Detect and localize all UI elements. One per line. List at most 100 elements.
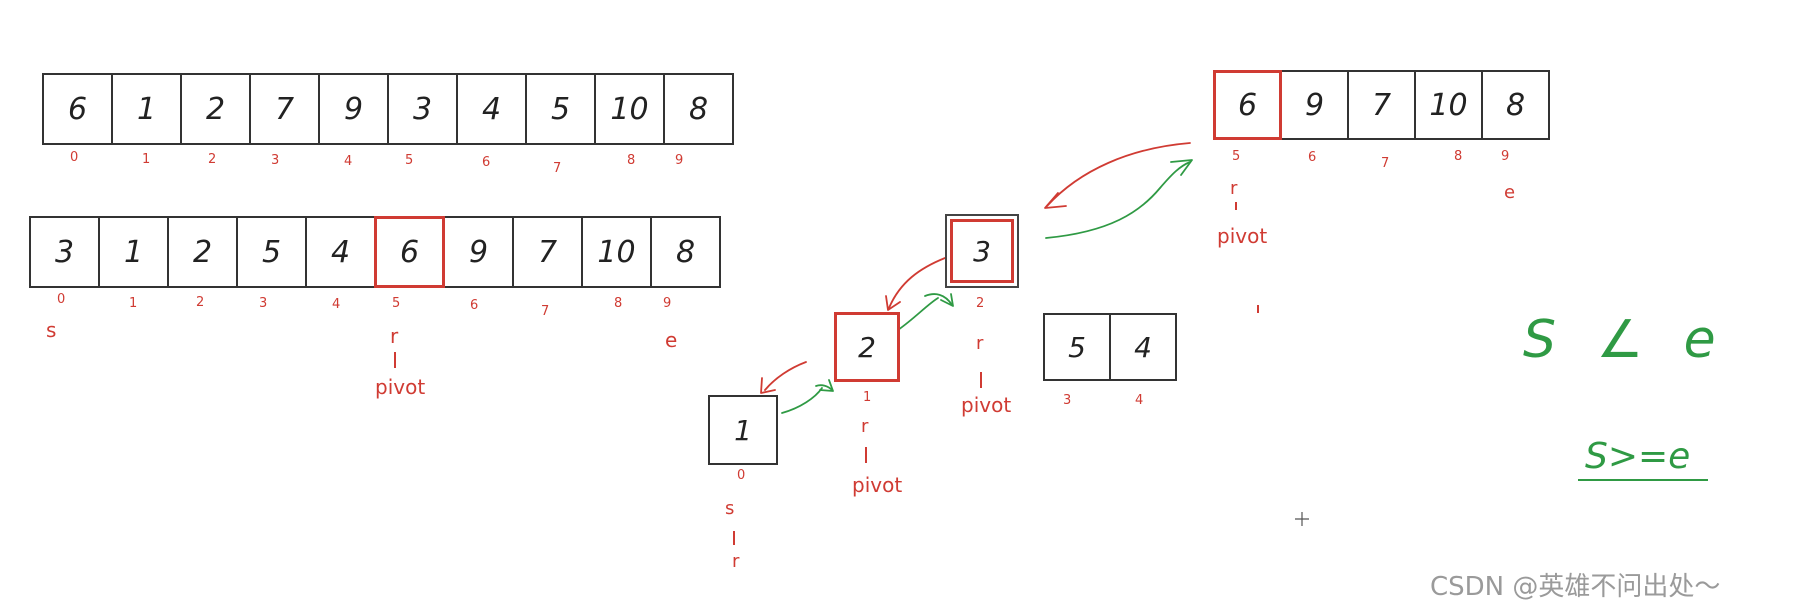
array-cell: 7: [1347, 70, 1416, 140]
array-cell: 10: [1414, 70, 1483, 140]
r-pivot-connector: [394, 352, 396, 368]
recursion-box-1: 1: [708, 395, 778, 465]
index-label: 0: [737, 468, 746, 483]
array-cell: 1: [111, 73, 182, 145]
cursor-crosshair: [1295, 512, 1309, 526]
array-cell: 4: [456, 73, 527, 145]
green-arrowhead: [1170, 159, 1193, 176]
pivot-cell: 6: [1213, 70, 1282, 140]
green-arrow: [781, 387, 823, 414]
e-label: e: [1504, 182, 1516, 203]
index-label: 0: [57, 292, 66, 307]
green-arrow: [924, 293, 953, 306]
s-r-connector: [733, 531, 735, 545]
r-pivot-connector: [1235, 202, 1237, 210]
green-arrow: [815, 384, 833, 391]
red-arrow: [1046, 142, 1191, 207]
pivot-label: pivot: [852, 473, 903, 497]
index-label: 2: [208, 152, 217, 167]
array-cell: 2: [167, 216, 238, 288]
note-s-ge-e: S>=e: [1585, 436, 1691, 477]
red-arrowhead: [1044, 192, 1067, 209]
array-cell: 1: [708, 395, 778, 465]
index-label: 7: [553, 161, 562, 176]
red-arrowhead: [885, 295, 901, 311]
index-label: 1: [129, 296, 138, 311]
pivot-label: pivot: [961, 393, 1012, 417]
green-arrowhead: [940, 293, 954, 307]
array-cell: 6: [42, 73, 113, 145]
r-pivot-connector: [980, 372, 982, 388]
r-label: r: [1230, 178, 1238, 199]
index-label: 6: [1308, 150, 1317, 165]
subarray-pair: 5 4: [1043, 313, 1177, 381]
index-label: 5: [1232, 149, 1241, 164]
index-label: 2: [196, 295, 205, 310]
index-label: 9: [1501, 149, 1510, 164]
array-cell: 5: [525, 73, 596, 145]
r-label: r: [732, 551, 740, 572]
index-label: 8: [614, 296, 623, 311]
pivot-label: pivot: [1217, 224, 1268, 248]
index-label: 4: [332, 297, 341, 312]
index-label: 9: [663, 296, 672, 311]
watermark: CSDN @英雄不问出处～: [1430, 572, 1721, 602]
array-cell: 7: [512, 216, 583, 288]
index-label: 1: [863, 390, 872, 405]
array-cell: 10: [581, 216, 652, 288]
index-label: 3: [1063, 393, 1072, 408]
pivot-cell: 3: [950, 219, 1014, 283]
red-arrow: [764, 361, 807, 391]
array-cell: 8: [663, 73, 734, 145]
note-underline: [1578, 479, 1708, 481]
array-cell: 5: [1043, 313, 1111, 381]
s-label: s: [46, 318, 57, 342]
r-pivot-connector: [865, 447, 867, 463]
array-cell: 4: [1109, 313, 1177, 381]
right-subarray: 6 9 7 10 8: [1213, 70, 1550, 140]
index-label: 4: [1135, 393, 1144, 408]
pivot-cell: 2: [834, 312, 900, 382]
index-label: 1: [142, 152, 151, 167]
array-cell: 8: [1481, 70, 1550, 140]
index-label: 3: [259, 296, 268, 311]
recursion-box-3: 3: [950, 219, 1014, 283]
index-label: 7: [1381, 156, 1390, 171]
array-cell: 10: [594, 73, 665, 145]
array-row-1: 6 1 2 7 9 3 4 5 10 8: [42, 73, 734, 145]
index-label: 5: [392, 296, 401, 311]
array-cell: 5: [236, 216, 307, 288]
r-label: r: [861, 416, 869, 437]
index-label: 6: [482, 155, 491, 170]
pivot-cell: 6: [374, 216, 445, 288]
green-arrow: [1045, 161, 1191, 239]
array-cell: 8: [650, 216, 721, 288]
green-arrowhead: [819, 379, 834, 392]
array-row-2: 3 1 2 5 4 6 9 7 10 8: [29, 216, 721, 288]
recursion-box-2: 2: [834, 312, 900, 382]
array-cell: 9: [1280, 70, 1349, 140]
index-label: 2: [976, 296, 985, 311]
array-cell: 2: [180, 73, 251, 145]
pivot-label: pivot: [375, 375, 426, 399]
r-label: r: [390, 324, 399, 348]
array-cell: 1: [98, 216, 169, 288]
index-label: 0: [70, 150, 79, 165]
index-label: 3: [271, 153, 280, 168]
index-label: 8: [627, 153, 636, 168]
index-label: 5: [405, 153, 414, 168]
s-label: s: [725, 498, 735, 519]
green-arrow: [897, 297, 939, 331]
index-label: 9: [675, 153, 684, 168]
e-label: e: [665, 328, 678, 352]
red-arrowhead: [760, 377, 776, 394]
array-cell: 9: [318, 73, 389, 145]
index-label: 7: [541, 304, 550, 319]
red-arrow: [888, 257, 946, 309]
index-label: 6: [470, 298, 479, 313]
stray-mark: [1257, 305, 1259, 313]
index-label: 8: [1454, 149, 1463, 164]
r-label: r: [976, 333, 984, 354]
note-s-lt-e: S ∠ e: [1523, 310, 1728, 370]
